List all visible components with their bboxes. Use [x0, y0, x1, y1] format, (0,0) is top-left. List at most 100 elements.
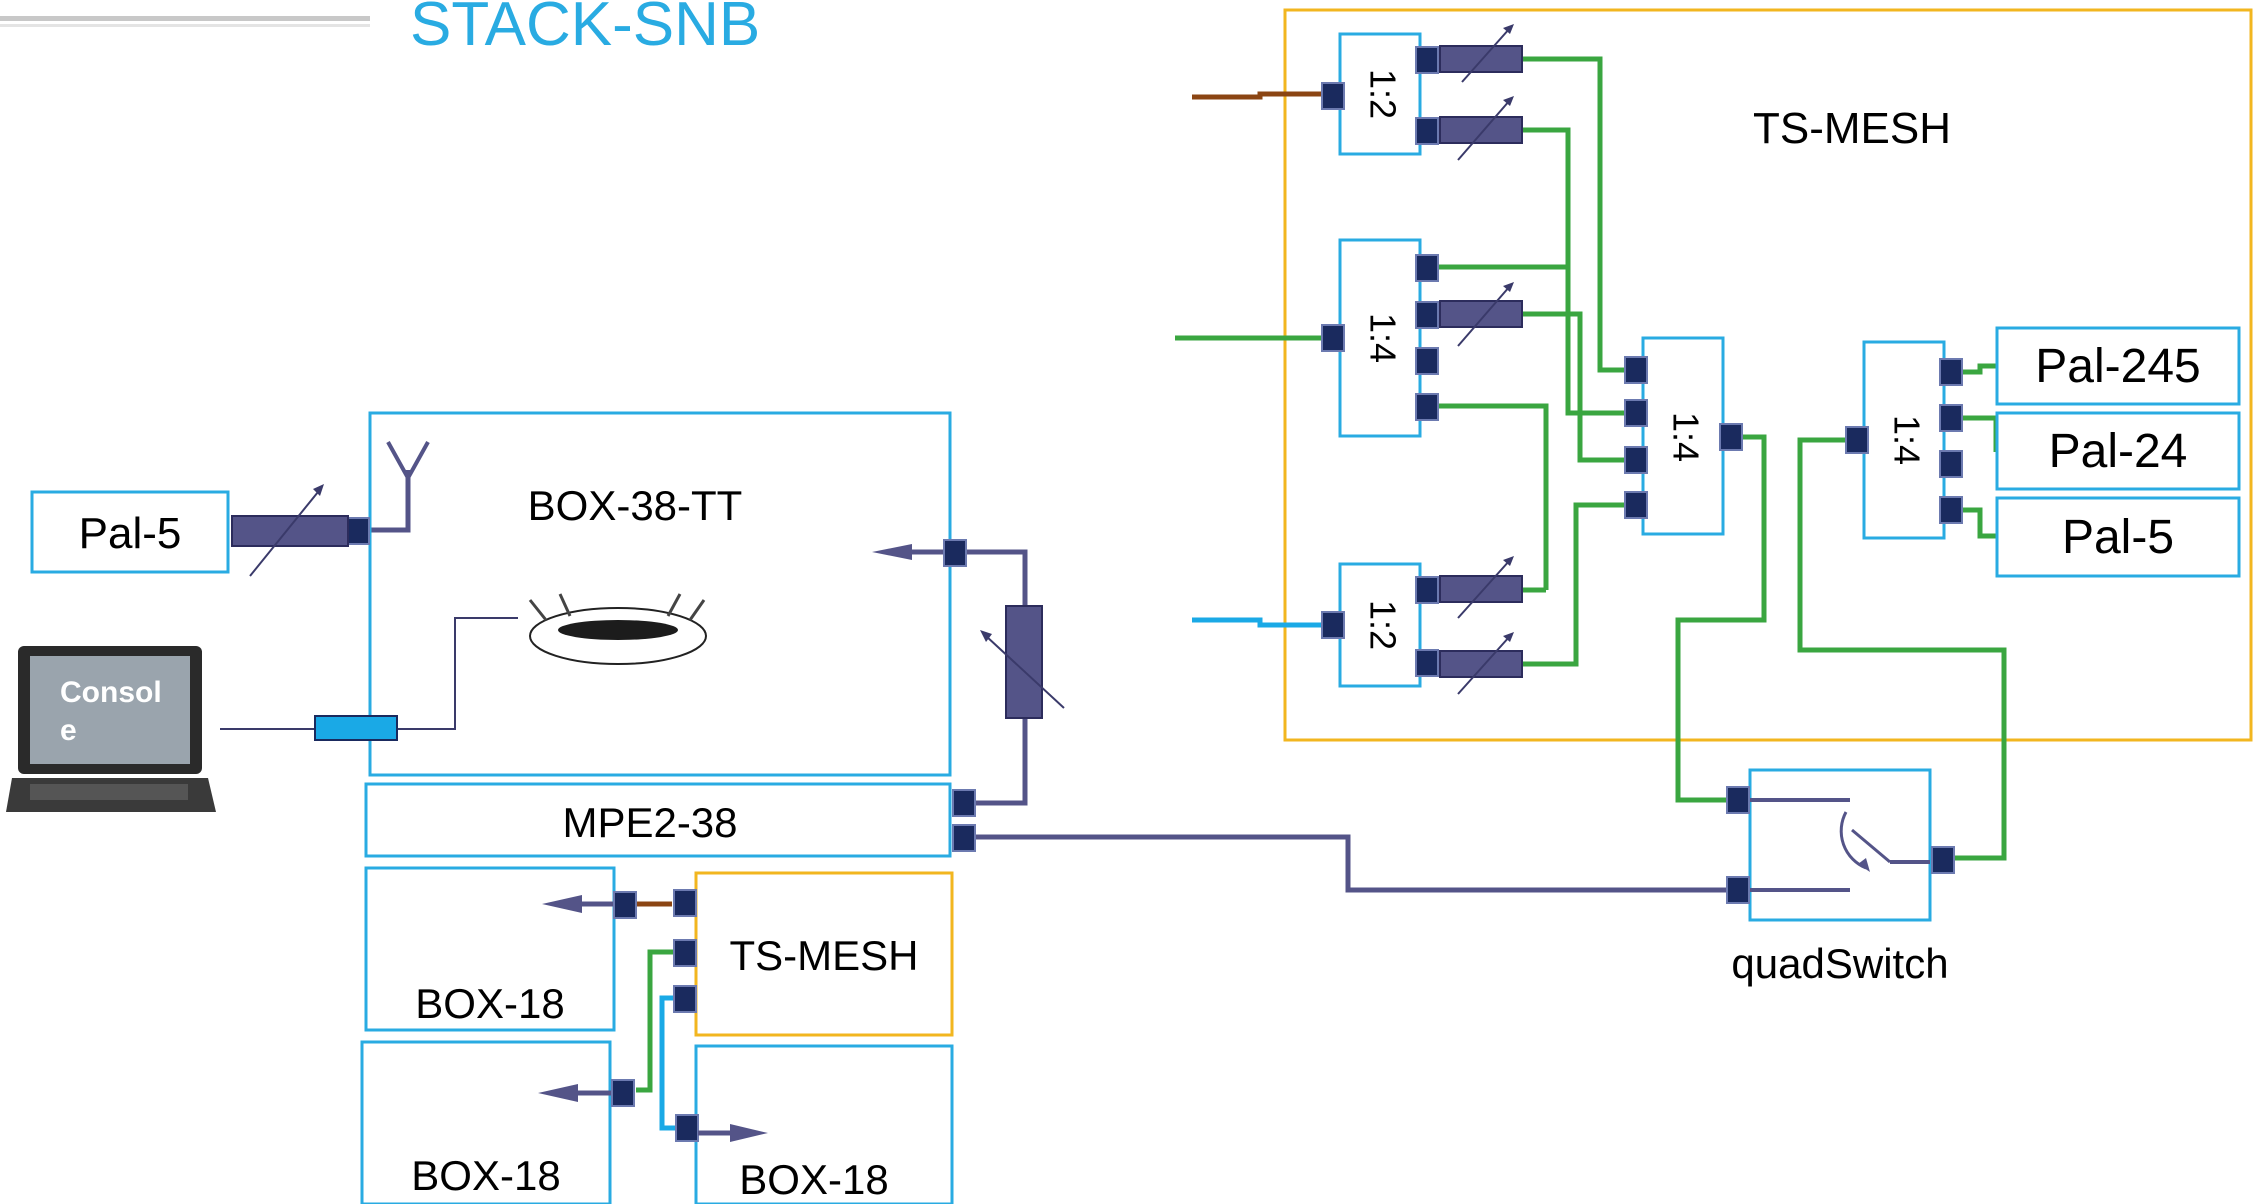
pal-24-label: Pal-24	[2049, 425, 2188, 478]
quad-switch-label: quadSwitch	[1731, 940, 1948, 987]
wire-mpe2-to-switch	[962, 834, 1738, 893]
box-38-tt-label: BOX-38-TT	[528, 482, 743, 529]
box-18-a-label: BOX-18	[415, 980, 564, 1027]
quad-switch-box	[1748, 768, 1932, 922]
ts-mesh-small-label: TS-MESH	[730, 932, 919, 979]
box-38-in-arrow	[872, 544, 952, 560]
box-18-b	[360, 1040, 612, 1204]
box-18-a-arrow	[542, 895, 614, 913]
title-rule-2	[0, 24, 370, 27]
attenuator-top-2	[1439, 96, 1523, 161]
splitter-right-ratio: 1:4	[1886, 415, 1927, 465]
splitter-middle-in-port	[1321, 324, 1345, 352]
splitter-middle-out1-port	[1415, 254, 1439, 282]
wire-to-pal245	[1950, 363, 2000, 375]
laptop-screen-text-2: e	[60, 714, 77, 747]
ts-mesh-small-port-2	[673, 939, 697, 967]
splitter-top-in-port	[1321, 82, 1345, 110]
pal-245-box	[1995, 326, 2241, 406]
wire-top-splitter-out1	[1522, 56, 1630, 373]
attenuator-middle	[1439, 282, 1523, 347]
combiner-in2-port	[1624, 399, 1648, 427]
attenuator-bottom-1	[1439, 556, 1523, 619]
splitter-top-ratio: 1:2	[1362, 69, 1403, 119]
combiner-in1-port	[1624, 356, 1648, 384]
wire-to-pal5-right	[1950, 507, 1996, 539]
router-icon	[528, 593, 707, 665]
combiner-in3-port	[1624, 446, 1648, 474]
combiner-out-port	[1719, 423, 1743, 451]
wire-combiner-to-switch	[1675, 434, 1767, 803]
box-18-c-port	[675, 1114, 699, 1142]
ts-mesh-small-port-1	[673, 889, 697, 917]
title-block: STACK-SNB	[0, 0, 760, 59]
splitter-combiner-ratio: 1:4	[1665, 412, 1706, 462]
box-38-rf-port	[943, 539, 967, 567]
switch-icon	[1750, 798, 1930, 892]
wire-attenuator-to-box38	[962, 549, 1028, 605]
quad-switch-out-port	[1931, 846, 1955, 874]
splitter-middle	[1338, 238, 1422, 438]
splitter-middle-out2-port	[1415, 301, 1439, 329]
wire-switch-to-right-splitter	[1797, 437, 2007, 861]
box-18-c-arrow	[698, 1124, 768, 1142]
wire-mid-splitter-out2	[1522, 311, 1630, 463]
splitter-bottom-out1-port	[1415, 576, 1439, 604]
wire-top-splitter-out2	[1522, 127, 1630, 416]
splitter-middle-ratio: 1:4	[1362, 313, 1403, 363]
box-38-tt	[368, 411, 952, 777]
pal-5-left-box	[30, 490, 230, 574]
pal-5-right-box	[1995, 496, 2241, 578]
wire-mpe2-to-attenuator	[962, 718, 1028, 806]
box-18-b-port	[611, 1079, 635, 1107]
splitter-bottom-out2-port	[1415, 649, 1439, 677]
pal-5-left-label: Pal-5	[79, 509, 182, 558]
quad-switch-in-port-1	[1726, 786, 1750, 814]
antenna-icon	[386, 441, 430, 492]
splitter-right-out2-port	[1939, 404, 1963, 432]
pal-245-label: Pal-245	[2035, 340, 2200, 393]
splitter-right-out4-port	[1939, 496, 1963, 524]
splitter-middle-out3-port	[1415, 347, 1439, 375]
splitter-bottom	[1338, 562, 1422, 688]
wire-input-brown	[1192, 91, 1330, 100]
mpe2-38-box	[364, 782, 952, 858]
attenuator-vertical	[980, 605, 1065, 719]
laptop-icon: Consol e	[6, 646, 216, 812]
pal-5-right-label: Pal-5	[2062, 511, 2174, 564]
mpe2-port-2	[952, 824, 976, 852]
splitter-top-out1-port	[1415, 46, 1439, 74]
box-18-a-port	[613, 891, 637, 919]
splitter-right-in-port	[1845, 426, 1869, 454]
wire-tsmesh-to-box18b	[636, 949, 684, 1093]
combiner-in4-port	[1624, 491, 1648, 519]
title-rule	[0, 16, 370, 21]
splitter-right-out1-port	[1939, 358, 1963, 386]
wire-bottom-splitter-out2	[1522, 502, 1630, 667]
quad-switch-in-port-2	[1726, 876, 1750, 904]
usb-connector	[314, 715, 398, 741]
laptop-screen-text-1: Consol	[60, 676, 162, 709]
splitter-right-out3-port	[1939, 450, 1963, 478]
wire-input-cyan	[1192, 617, 1330, 628]
ts-mesh-main-label: TS-MESH	[1753, 104, 1951, 153]
wire-tsmesh-to-box18c	[659, 995, 684, 1131]
splitter-middle-out4-port	[1415, 393, 1439, 421]
mpe2-port-1	[952, 789, 976, 817]
attenuator-pal5	[231, 484, 349, 577]
attenuator-top-1	[1439, 24, 1523, 83]
mpe2-38-label: MPE2-38	[562, 799, 737, 846]
splitter-combiner	[1641, 336, 1725, 536]
box-18-b-label: BOX-18	[411, 1152, 560, 1199]
page-title: STACK-SNB	[410, 0, 760, 59]
box-18-c-label: BOX-18	[739, 1156, 888, 1203]
splitter-bottom-ratio: 1:2	[1362, 600, 1403, 650]
pal-24-box	[1995, 411, 2241, 491]
ts-mesh-small-port-3	[673, 985, 697, 1013]
attenuator-bottom-2	[1439, 632, 1523, 695]
ts-mesh-main-box	[1283, 8, 2253, 742]
box-18-b-arrow	[538, 1084, 614, 1102]
wire-mid-splitter-out4	[1428, 403, 1549, 590]
splitter-right	[1862, 340, 1946, 540]
splitter-bottom-in-port	[1321, 611, 1345, 639]
